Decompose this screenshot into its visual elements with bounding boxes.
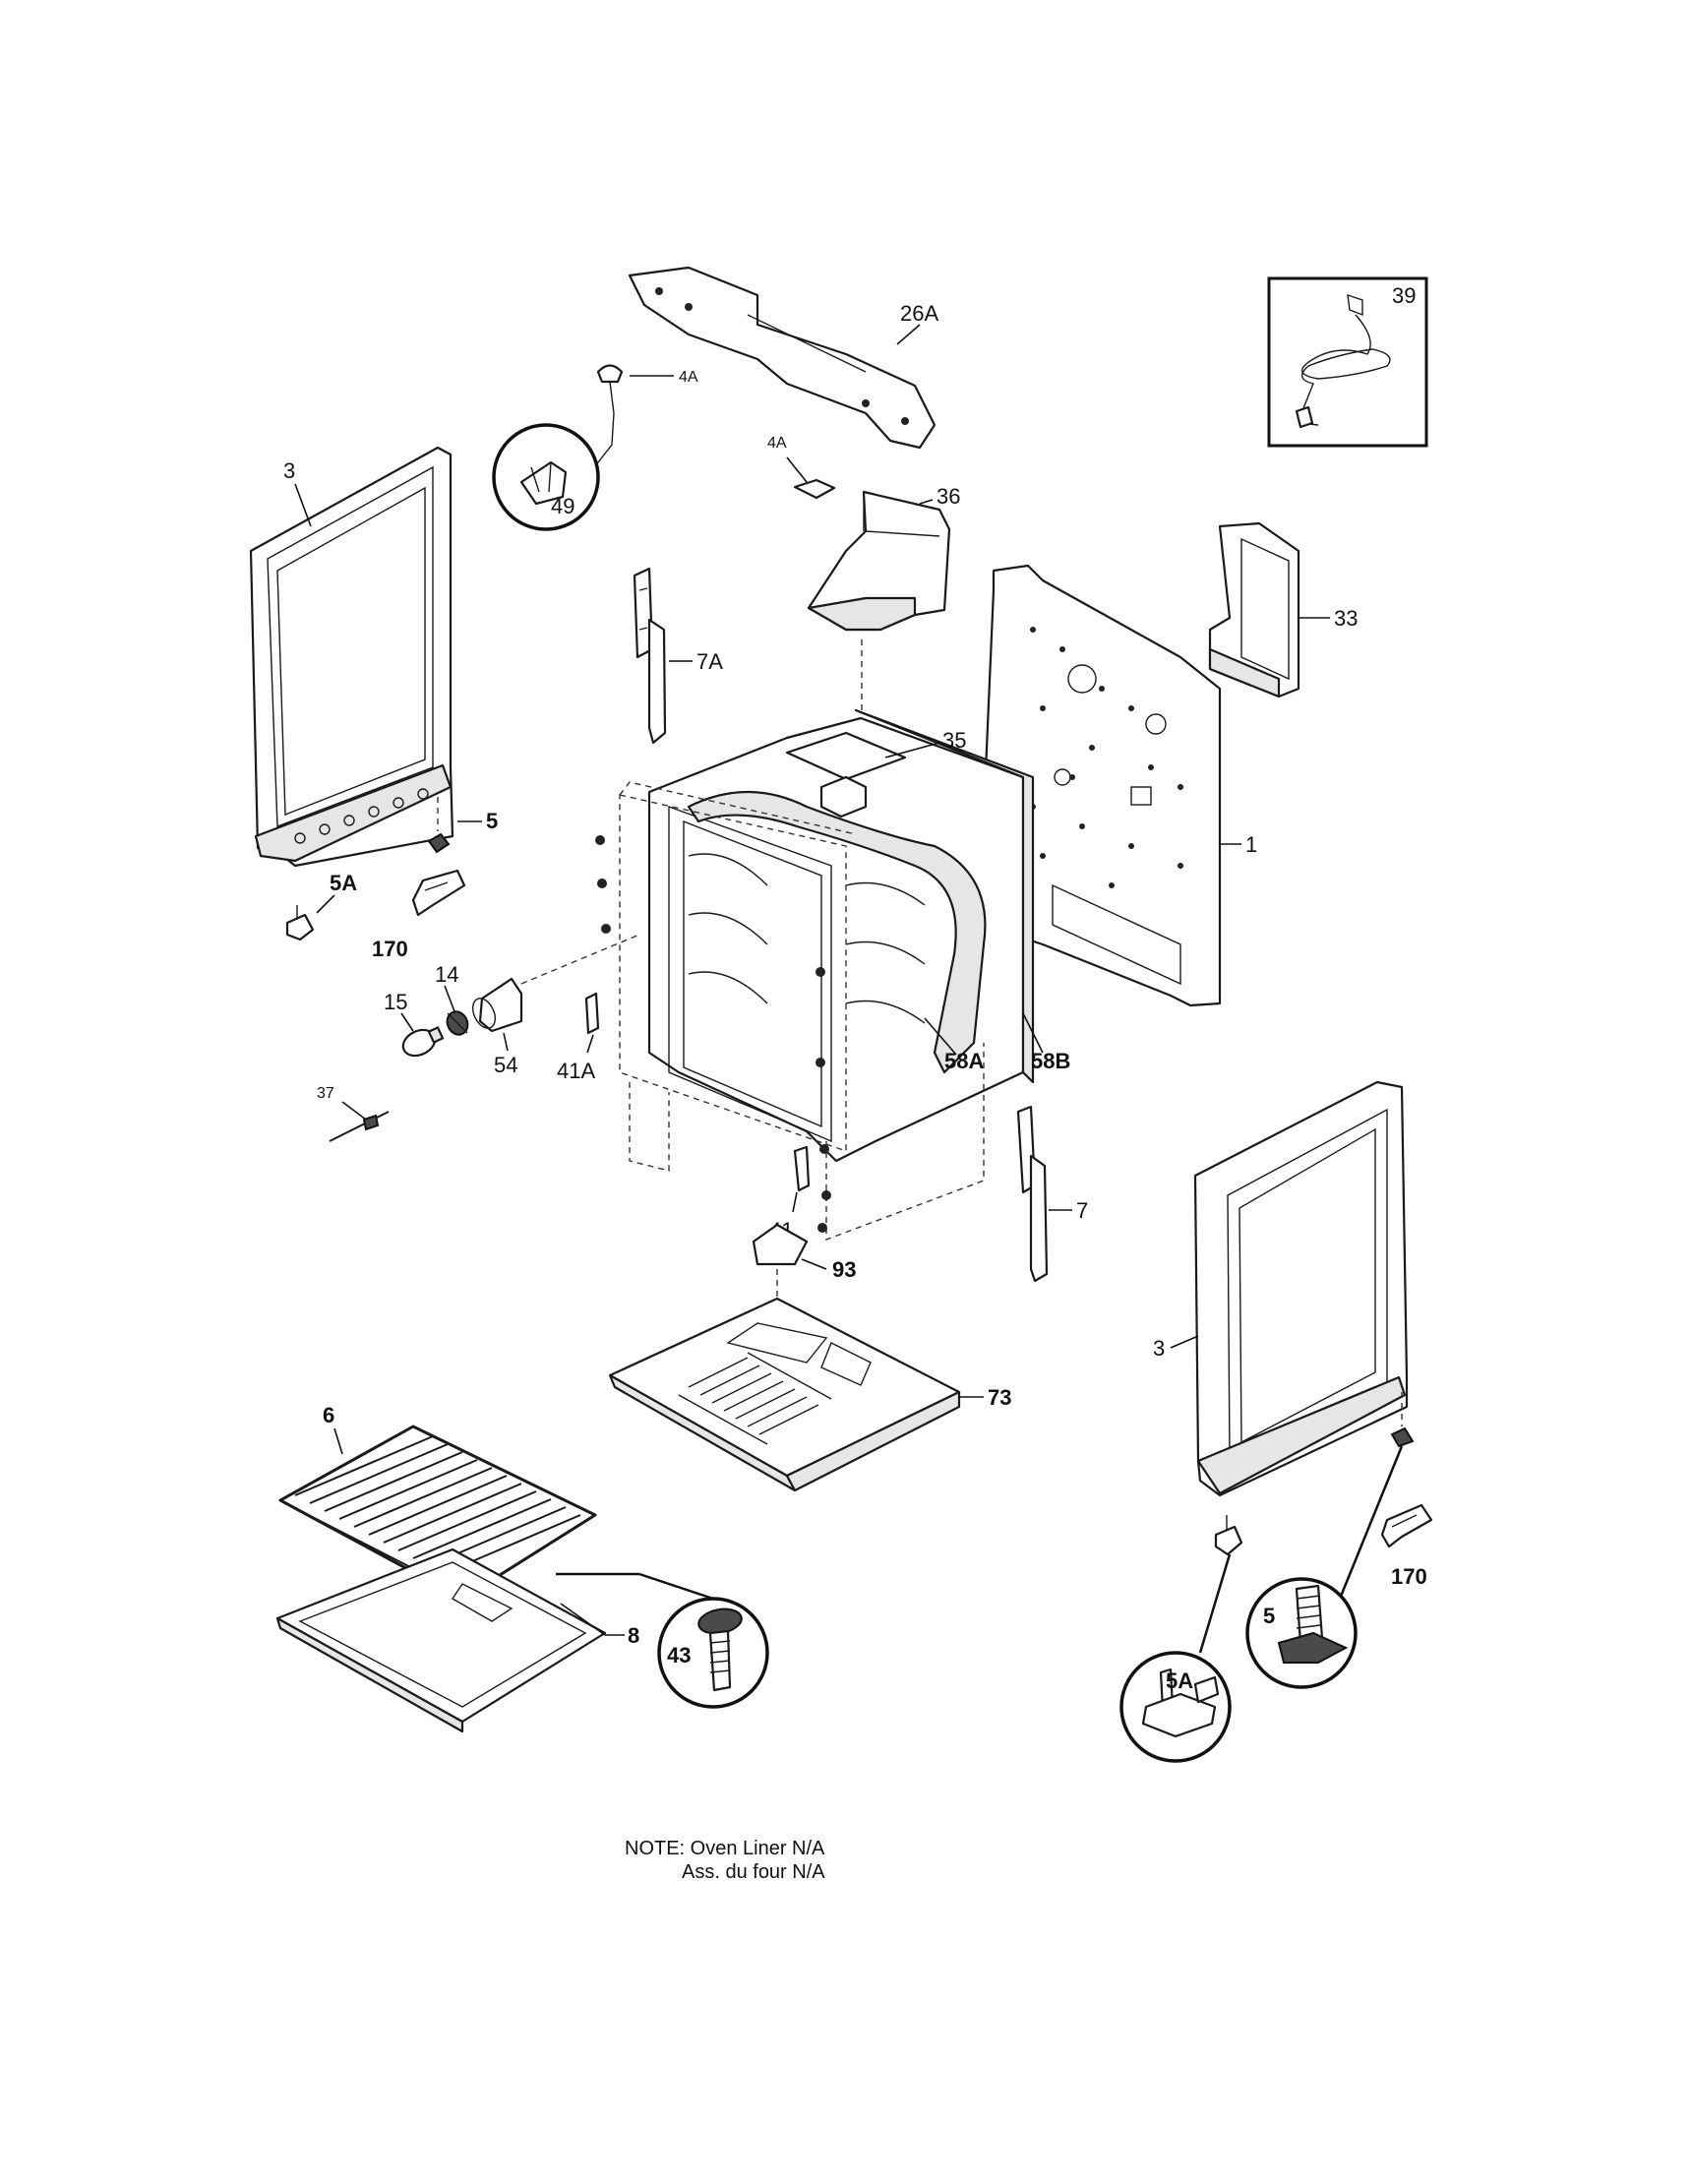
detail-circle-5-right: 5 bbox=[1245, 1577, 1358, 1689]
callout-36: 36 bbox=[937, 484, 960, 509]
part-oven-body bbox=[647, 708, 1035, 1163]
detail-circle-43: 43 bbox=[556, 1572, 769, 1709]
part-41-clip bbox=[793, 1145, 811, 1192]
part-93-cover bbox=[752, 1223, 809, 1299]
detail-circle-49: 49 bbox=[492, 423, 600, 531]
part-14-lamp-socket bbox=[446, 1010, 469, 1036]
part-33-side-bracket bbox=[1208, 521, 1300, 698]
part-3-right-side-panel bbox=[1193, 1080, 1409, 1497]
part-5A-right-foot bbox=[1198, 1515, 1243, 1654]
callout-58B: 58B bbox=[1031, 1049, 1070, 1073]
callout-3-left: 3 bbox=[283, 458, 295, 483]
part-170-right-bracket bbox=[1380, 1503, 1433, 1548]
callout-8: 8 bbox=[628, 1623, 639, 1648]
part-5-left-leveler bbox=[427, 797, 451, 854]
callout-41A: 41A bbox=[557, 1059, 595, 1083]
part-73-bottom-tray bbox=[608, 1297, 961, 1492]
callout-3-right: 3 bbox=[1153, 1336, 1165, 1361]
callout-5A-left: 5A bbox=[330, 871, 357, 895]
callout-49: 49 bbox=[551, 494, 574, 518]
part-7A-hinge bbox=[633, 567, 667, 745]
callout-14: 14 bbox=[435, 962, 458, 987]
callout-7A: 7A bbox=[696, 649, 723, 674]
part-8-broiler-pan bbox=[275, 1547, 607, 1733]
part-5-right-leveler bbox=[1336, 1392, 1415, 1605]
part-39-power-cord-box bbox=[1267, 276, 1428, 448]
callout-5A-right: 5A bbox=[1166, 1668, 1193, 1693]
part-35-top-bracket bbox=[785, 731, 907, 819]
callout-93: 93 bbox=[832, 1257, 856, 1282]
oven-screws bbox=[595, 835, 831, 1233]
callout-35: 35 bbox=[942, 728, 966, 753]
part-15-light-bulb bbox=[401, 1026, 445, 1058]
callout-170-right: 170 bbox=[1391, 1564, 1427, 1589]
callout-73: 73 bbox=[988, 1385, 1011, 1410]
note-line-2: Ass. du four N/A bbox=[682, 1861, 825, 1883]
callout-33: 33 bbox=[1334, 606, 1358, 631]
callout-4A-top: 4A bbox=[679, 369, 698, 386]
callout-5-left: 5 bbox=[486, 809, 498, 833]
callout-54: 54 bbox=[494, 1053, 517, 1077]
part-54-lamp-cover bbox=[471, 977, 523, 1033]
callout-26A: 26A bbox=[900, 301, 938, 326]
part-1-back-panel bbox=[982, 564, 1222, 1007]
callout-5-right: 5 bbox=[1263, 1604, 1275, 1628]
part-36-vent-duct bbox=[807, 490, 951, 632]
part-5A-left-foot bbox=[285, 905, 315, 941]
detail-circle-5A-right: 5A bbox=[1119, 1651, 1232, 1763]
part-170-left-bracket bbox=[411, 869, 466, 917]
note-line-1: NOTE: Oven Liner N/A bbox=[625, 1838, 825, 1859]
part-26A-top-bracket bbox=[628, 266, 937, 450]
part-4A-mid-sensor bbox=[793, 478, 836, 500]
part-41A-clip bbox=[584, 992, 600, 1035]
callout-39: 39 bbox=[1392, 283, 1416, 308]
callout-37: 37 bbox=[317, 1085, 334, 1102]
callout-7: 7 bbox=[1076, 1198, 1088, 1223]
callout-43: 43 bbox=[667, 1643, 691, 1668]
callout-170-left: 170 bbox=[372, 937, 408, 961]
part-3-left-side-panel bbox=[249, 446, 454, 868]
part-7-hinge bbox=[1016, 1105, 1049, 1283]
callout-4A-mid: 4A bbox=[767, 435, 787, 452]
callout-1: 1 bbox=[1245, 832, 1257, 857]
part-37-probe bbox=[329, 1111, 390, 1142]
callout-15: 15 bbox=[384, 990, 407, 1014]
callout-58A: 58A bbox=[944, 1049, 984, 1073]
part-6-oven-rack bbox=[278, 1425, 597, 1601]
callout-6: 6 bbox=[323, 1403, 334, 1427]
